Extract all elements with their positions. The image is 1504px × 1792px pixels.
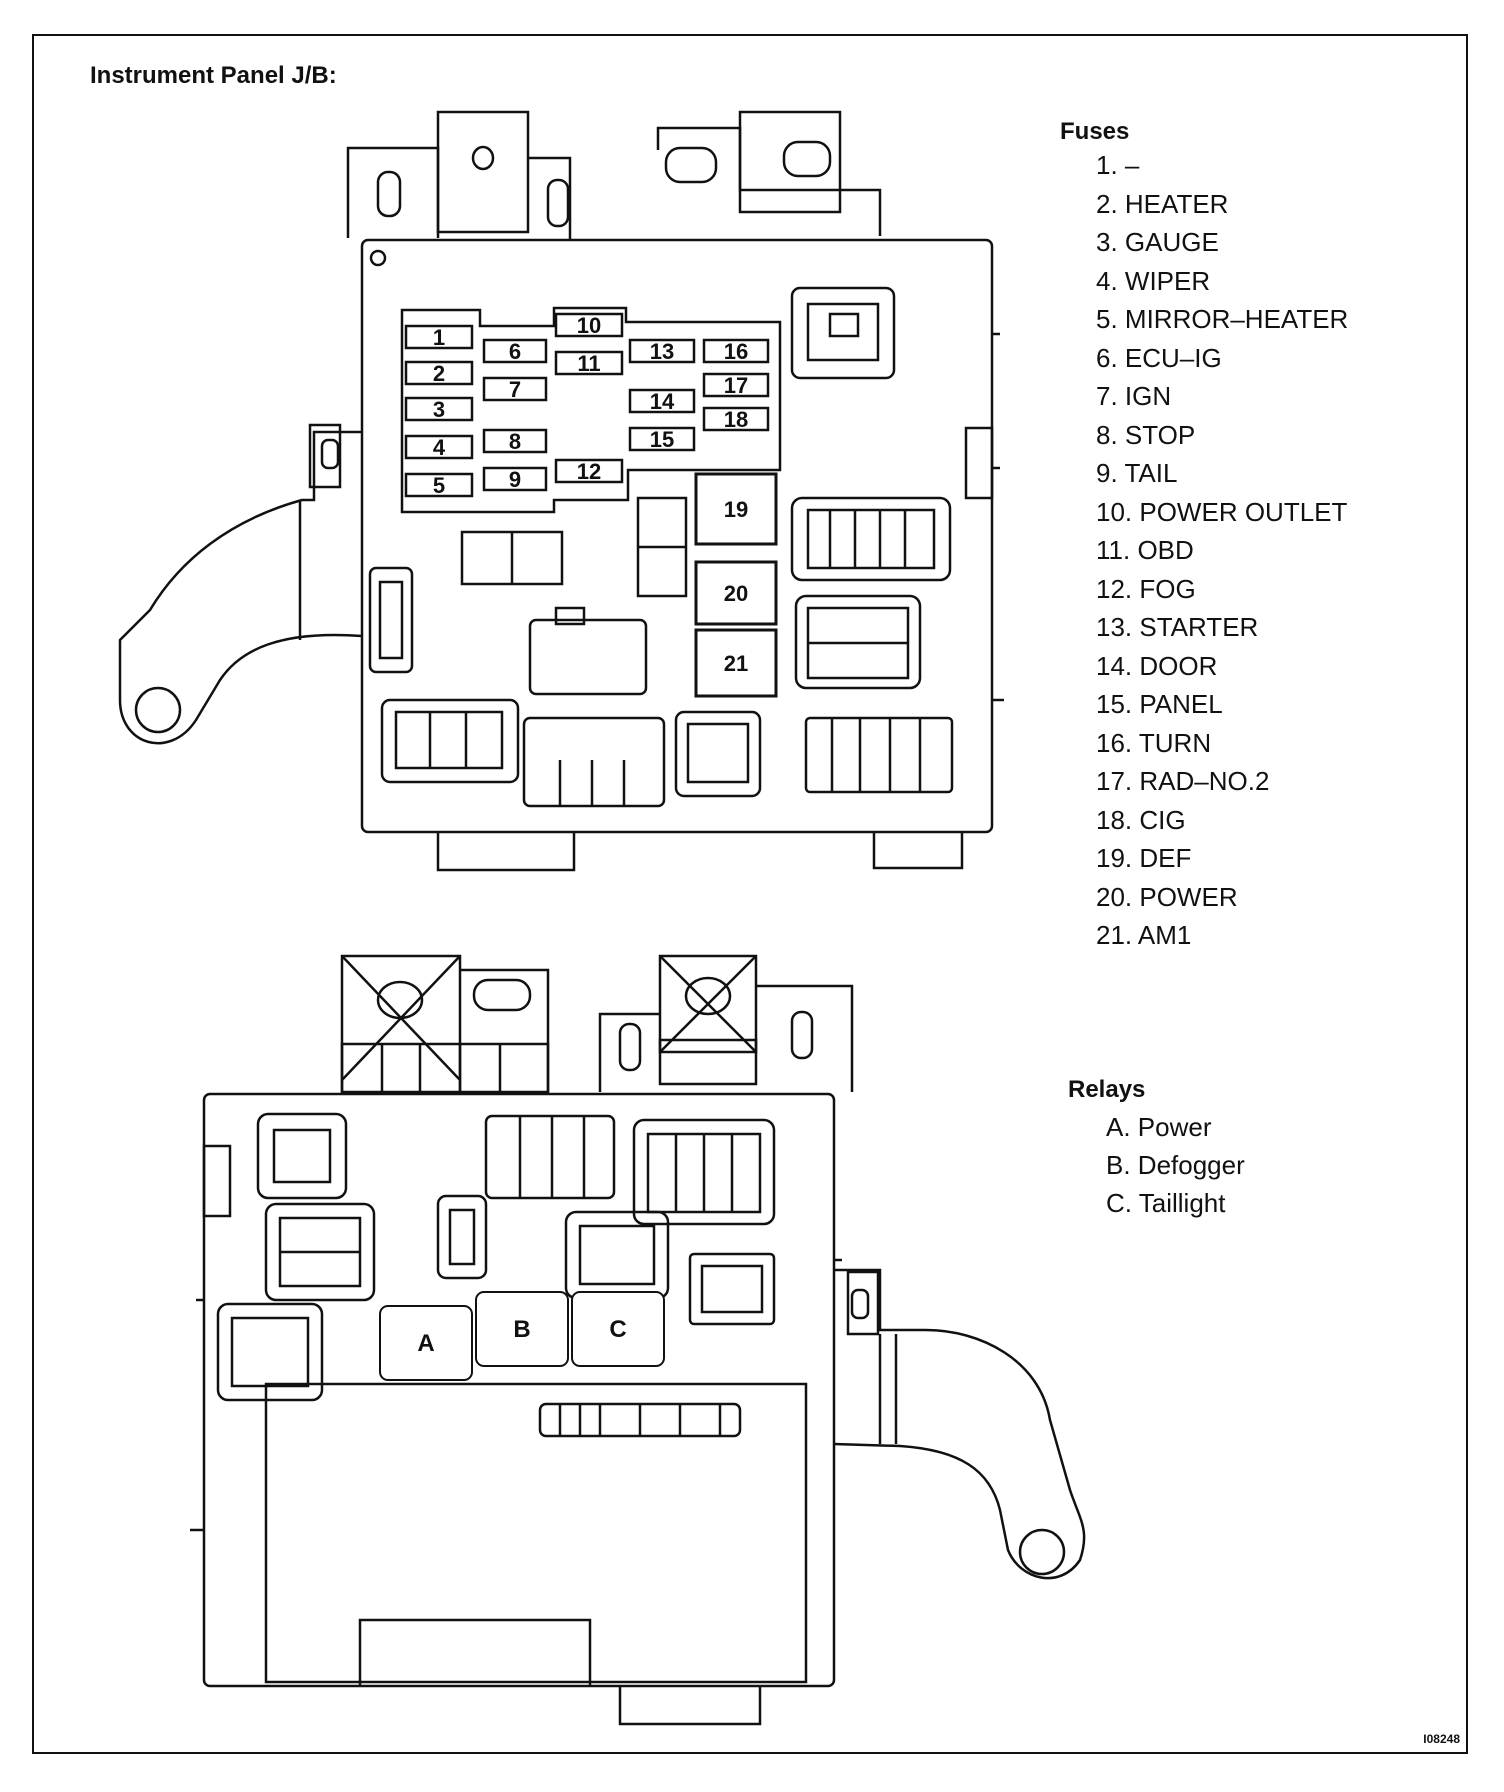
fuse-legend-item-2: 2. HEATER: [1096, 188, 1229, 219]
fuse-number-16: 16: [724, 339, 748, 364]
fuse-number-15: 15: [650, 427, 674, 452]
fuse-slot-15: 15: [628, 426, 696, 452]
fuse-legend-item-14: 14. DOOR: [1096, 650, 1218, 681]
fuse-number-8: 8: [509, 429, 521, 454]
fuse-number-18: 18: [724, 407, 748, 432]
relay-legend-item-b: B. Defogger: [1106, 1150, 1245, 1180]
fuse-slot-4: 4: [404, 434, 474, 460]
fuse-slot-13: 13: [628, 338, 696, 364]
relays-heading: Relays: [1068, 1076, 1146, 1103]
fuse-slot-19: 19: [694, 472, 778, 546]
top-junction-box: [118, 110, 1004, 872]
fuse-legend-item-12: 12. FOG: [1096, 573, 1196, 604]
fuse-number-3: 3: [433, 397, 445, 422]
relay-slot-c: C: [571, 1291, 665, 1367]
image-id: I08248: [1423, 1732, 1460, 1746]
relay-slot-b: B: [475, 1291, 569, 1367]
relay-letter-c: C: [609, 1316, 626, 1343]
fuse-legend-item-19: 19. DEF: [1096, 843, 1192, 873]
fuse-legend-list: 1. – 2. HEATER 3. GAUGE 4. WIPER 5. MIRROR–H…: [1096, 146, 1348, 955]
fuse-slot-11: 11: [554, 350, 624, 376]
fuse-legend-item-20: 20. POWER: [1096, 881, 1238, 912]
page-title: Instrument Panel J/B:: [90, 62, 337, 89]
fuse-slot-6: 6: [482, 338, 548, 364]
fuse-slot-18: 18: [702, 406, 770, 432]
fuse-number-9: 9: [509, 467, 521, 492]
fuse-legend-item-10: 10. POWER OUTLET: [1096, 496, 1348, 527]
fuse-number-19: 19: [724, 497, 748, 522]
fuse-slot-2: 2: [404, 360, 474, 386]
fuse-slot-20: 20: [694, 560, 778, 626]
fuse-slot-16: 16: [702, 338, 770, 364]
relay-legend-item-c: C. Taillight: [1106, 1188, 1226, 1218]
bottom-box-body: [202, 1092, 836, 1688]
fuse-number-17: 17: [724, 373, 748, 398]
fuse-number-10: 10: [577, 313, 601, 338]
fuse-slot-17: 17: [702, 372, 770, 398]
fuse-slot-12: 12: [554, 458, 624, 484]
relay-legend-item-a: A. Power: [1106, 1112, 1212, 1142]
fuse-number-13: 13: [650, 339, 674, 364]
fuse-number-11: 11: [577, 351, 600, 376]
fuse-legend-item-7: 7. IGN: [1096, 381, 1172, 411]
fuse-legend-item-3: 3. GAUGE: [1096, 227, 1219, 257]
fuse-number-2: 2: [433, 361, 445, 386]
relay-letter-a: A: [417, 1330, 434, 1357]
top-box-body: [360, 238, 994, 834]
fuse-legend-item-11: 11. OBD: [1096, 535, 1194, 565]
fuse-legend-item-18: 18. CIG: [1096, 804, 1186, 835]
fuse-legend-item-5: 5. MIRROR–HEATER: [1096, 304, 1349, 334]
fuse-number-7: 7: [509, 377, 521, 402]
fuse-legend-item-16: 16. TURN: [1096, 727, 1212, 758]
fuse-number-14: 14: [650, 389, 675, 414]
fuse-number-1: 1: [433, 325, 445, 350]
fuse-slot-1: 1: [404, 324, 474, 350]
fuse-slot-8: 8: [482, 428, 548, 454]
fuse-legend-item-17: 17. RAD–NO.2: [1096, 766, 1270, 796]
fuse-legend-item-9: 9. TAIL: [1096, 458, 1178, 488]
fuse-slot-5: 5: [404, 472, 474, 498]
diagram-frame: [32, 34, 1468, 1754]
fuse-number-6: 6: [509, 339, 521, 364]
fuses-heading: Fuses: [1060, 118, 1130, 145]
fuse-legend-item-4: 4. WIPER: [1096, 265, 1211, 296]
fuse-slot-21: 21: [694, 628, 778, 698]
bottom-junction-box: [190, 954, 1086, 1726]
fuse-number-20: 20: [724, 581, 748, 606]
fuse-legend-item-13: 13. STARTER: [1096, 612, 1259, 642]
fuse-number-21: 21: [724, 651, 748, 676]
fuse-slot-10: 10: [554, 312, 624, 338]
relay-letter-b: B: [513, 1316, 530, 1343]
fuse-legend-item-6: 6. ECU–IG: [1096, 342, 1222, 373]
fuse-legend-item-8: 8. STOP: [1096, 419, 1196, 450]
fuse-legend-item-21: 21. AM1: [1096, 920, 1192, 950]
fuse-slot-9: 9: [482, 466, 548, 492]
fuse-number-12: 12: [577, 459, 601, 484]
fuse-number-5: 5: [433, 473, 445, 498]
relay-slot-a: A: [379, 1305, 473, 1381]
fuse-slot-3: 3: [404, 396, 474, 422]
fuse-slot-14: 14: [628, 388, 696, 414]
fuse-legend-item-1: 1. –: [1096, 150, 1140, 180]
fuse-legend-item-15: 15. PANEL: [1096, 689, 1223, 719]
relay-legend-list: A. Power B. Defogger C. Taillight: [1106, 1108, 1245, 1222]
fuse-number-4: 4: [433, 435, 446, 460]
fuse-slot-7: 7: [482, 376, 548, 402]
